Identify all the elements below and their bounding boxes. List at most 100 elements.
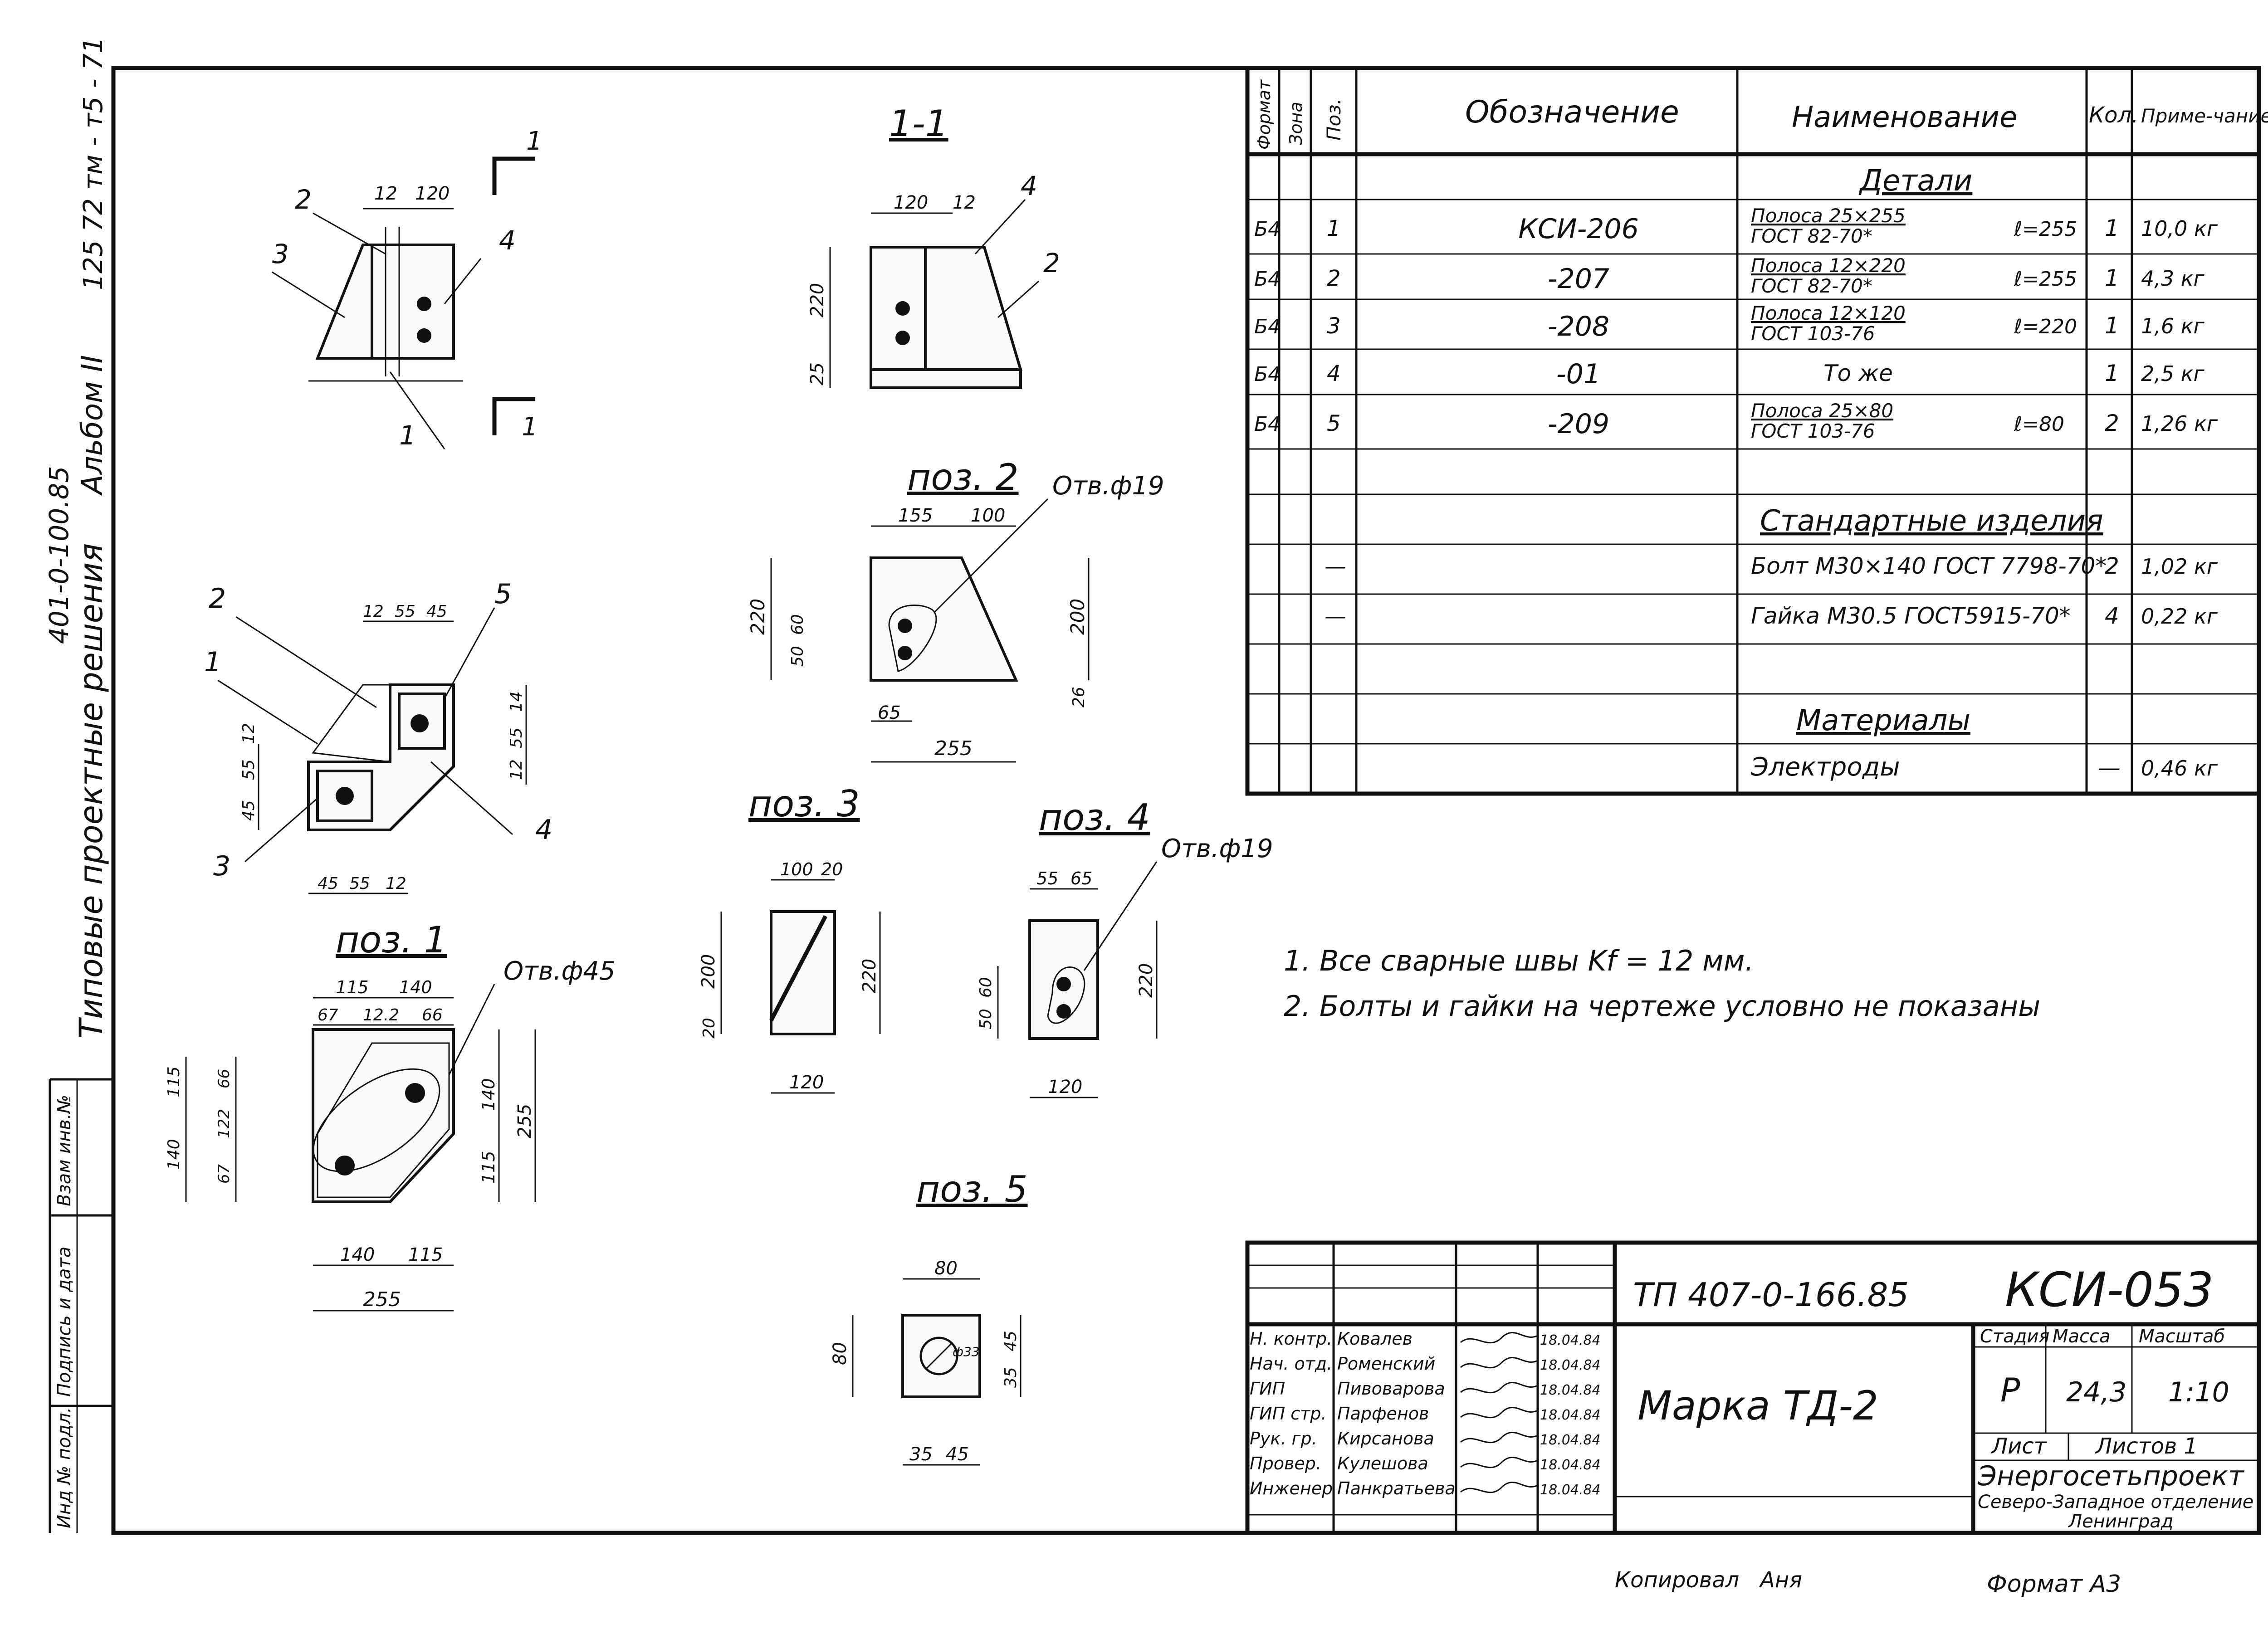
role-name: Кирсанова	[1337, 1429, 1434, 1449]
pos4-title: поз. 4	[1039, 796, 1150, 839]
std-note: 0,22 кг	[2141, 604, 2218, 629]
dim-text: 26	[1070, 687, 1088, 707]
std-name: Гайка М30.5 ГОСТ5915-70*	[1751, 603, 2071, 629]
role-name: Кулешова	[1337, 1454, 1428, 1473]
row-format: Б4	[1254, 268, 1281, 291]
dim-text: 140	[479, 1078, 499, 1111]
callout: 1	[204, 646, 221, 678]
doc-code: ТП 407-0-166.85	[1633, 1276, 1909, 1314]
row-name-top: Полоса 12×220	[1751, 254, 1906, 277]
dim-text: 220	[747, 599, 769, 635]
row-note: 1,6 кг	[2141, 314, 2205, 338]
dim-text: 115	[479, 1151, 499, 1184]
row-name-bottom: ГОСТ 103-76	[1751, 322, 1875, 345]
role-date: 18.04.84	[1540, 1407, 1601, 1423]
role-date: 18.04.84	[1540, 1457, 1601, 1473]
dim-text: 50	[788, 646, 807, 667]
callout: 4	[1021, 171, 1037, 201]
dim-text: 67	[215, 1164, 233, 1184]
scale-value: 1:10	[2168, 1376, 2229, 1408]
std-name: Болт М30×140 ГОСТ 7798-70*	[1751, 553, 2107, 579]
dim-text: 140	[399, 977, 432, 997]
role-date: 18.04.84	[1540, 1332, 1601, 1348]
dim-text: 200	[698, 954, 719, 989]
dim-text: 12	[953, 192, 976, 213]
dim-text: 50	[977, 1009, 995, 1029]
dim-text: 25	[807, 362, 828, 385]
mark-code: КСИ-053	[2005, 1262, 2214, 1317]
title-block: ТП 407-0-166.85 КСИ-053 Марка ТД-2 Н. ко…	[1245, 1240, 2261, 1535]
doc-title: Марка ТД-2	[1637, 1382, 1878, 1429]
dim-text: 12	[374, 183, 397, 204]
row-note: 1,26 кг	[2141, 411, 2218, 436]
row-note: 4,3 кг	[2141, 266, 2205, 291]
dim-text: 55	[240, 759, 258, 780]
copied-label: Копировал	[1615, 1567, 1739, 1593]
row-designation: -208	[1548, 311, 1609, 342]
dim-text: 55	[395, 602, 415, 621]
section-materials: Материалы	[1796, 704, 1970, 737]
section-mark-1b: 1	[522, 412, 538, 442]
scale-label: Масштаб	[2139, 1326, 2225, 1347]
row-name-top: Полоса 12×120	[1751, 302, 1906, 324]
row-name-top: Полоса 25×255	[1751, 205, 1906, 227]
dim-text: 45	[1002, 1331, 1020, 1351]
dim-text: 66	[422, 1006, 443, 1024]
dim-text: 115	[408, 1244, 443, 1265]
dim-text: 12	[363, 602, 384, 621]
dim-text: 20	[821, 859, 843, 879]
dim-text: 67	[318, 1006, 338, 1024]
pos2-title: поз. 2	[907, 456, 1019, 498]
dim-text: 45	[426, 602, 447, 621]
pos5-view: поз. 5 ф33 80 80 35 45 35 45	[830, 1168, 1028, 1466]
row-length: ℓ=255	[2014, 268, 2077, 291]
dim-text: 60	[977, 977, 995, 998]
dim-text: 20	[700, 1018, 719, 1039]
row-name-bottom: ГОСТ 82-70*	[1751, 275, 1872, 297]
std-pos: —	[1325, 604, 1346, 629]
pos4-view: поз. 4 Отв.ф19 55 65 60 50 220 120	[977, 796, 1273, 1098]
callout: 3	[272, 239, 289, 269]
role-label: Рук. гр.	[1250, 1429, 1317, 1449]
dim-text: 115	[336, 977, 369, 997]
role-name: Панкратьева	[1337, 1478, 1456, 1498]
dim-text: 255	[934, 737, 973, 760]
album-title: Альбом II	[76, 355, 109, 496]
dim-text: 200	[1066, 599, 1089, 635]
row-pos: 2	[1327, 266, 1341, 291]
dim-text: 120	[415, 183, 450, 204]
stage-value: Р	[2000, 1371, 2020, 1409]
hdr-name: Наименование	[1792, 101, 2017, 134]
role-label: ГИП	[1250, 1379, 1285, 1399]
role-date: 18.04.84	[1540, 1357, 1601, 1373]
material-name: Электроды	[1750, 752, 1900, 782]
row-note: 10,0 кг	[2141, 216, 2218, 241]
section-details: Детали	[1858, 164, 1972, 198]
dim-text: 65	[878, 702, 901, 723]
dim-text: 55	[349, 874, 370, 893]
callout: 3	[213, 850, 230, 882]
project-code: 401-0-100.85	[44, 466, 74, 644]
dim-text: 55	[507, 727, 526, 748]
section-mark-1: 1	[526, 127, 543, 156]
row-pos: 1	[1327, 216, 1341, 241]
dim-text: 140	[340, 1244, 375, 1265]
hdr-format: Формат	[1254, 79, 1274, 150]
org-branch: Северо-Западное отделение	[1978, 1492, 2253, 1512]
row-name-top: Полоса 25×80	[1751, 400, 1893, 422]
callout: 2	[1043, 248, 1060, 278]
inv-label-1: Инд № подл.	[54, 1407, 75, 1528]
dim-text: 65	[1070, 868, 1092, 888]
dim-text: 220	[859, 959, 880, 993]
dim-text: 45	[946, 1444, 969, 1465]
dim-text: 140	[165, 1139, 183, 1170]
dim-text: 45	[318, 874, 338, 893]
row-length: ℓ=255	[2014, 218, 2077, 241]
row-designation: -209	[1548, 408, 1609, 440]
material-qty: —	[2098, 755, 2121, 781]
album-code: 125 72 тм - т5 - 71	[78, 37, 108, 290]
row-qty: 1	[2105, 265, 2119, 291]
hdr-qty: Кол.	[2089, 102, 2138, 128]
